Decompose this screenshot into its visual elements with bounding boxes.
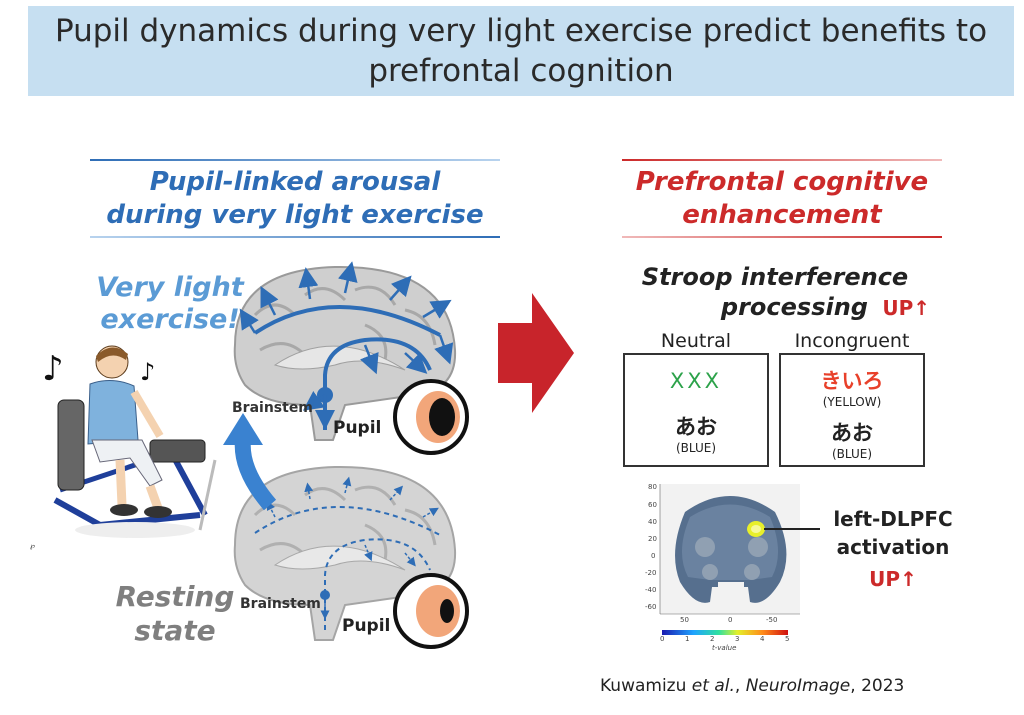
stroop-up-label: UP↑: [882, 296, 930, 320]
activation-map: 80 60 40 20 0 -20 -40 -60 50 0 -50 0 1 2…: [640, 482, 810, 657]
stroop-title: Stroop interference processing UP↑: [620, 262, 930, 323]
left-heading-line-1: Pupil-linked arousal: [149, 167, 441, 197]
y-tick-6: -40: [645, 586, 657, 594]
neutral-answer-meaning: (BLUE): [675, 441, 717, 455]
y-tick-4: 0: [651, 552, 656, 560]
stroop-title-line-2-wrap: processing UP↑: [620, 292, 930, 323]
neutral-label: Neutral: [660, 330, 732, 352]
cbar-tick-2: 2: [710, 635, 715, 643]
incongruent-stimulus: きいろ: [820, 369, 884, 393]
citation-sep: ,: [734, 676, 746, 696]
colorbar-label: t-value: [712, 644, 737, 652]
dlpfc-pointer-line: [764, 528, 820, 530]
svg-text:♪: ♪: [42, 349, 64, 389]
svg-text:♪: ♪: [140, 358, 155, 386]
red-arrow-icon: [498, 293, 574, 413]
y-tick-0: 80: [648, 483, 657, 491]
exercise-label: Very light exercise!: [80, 272, 260, 336]
left-heading-rule-top: [90, 159, 500, 161]
pupil-label-active: Pupil: [333, 418, 382, 438]
eye-constricted-icon: [393, 573, 469, 649]
y-tick-7: -60: [645, 603, 657, 611]
cbar-tick-5: 5: [785, 635, 790, 643]
exercise-label-line-2: exercise!: [100, 304, 240, 335]
cbar-tick-0: 0: [660, 635, 665, 643]
colorbar: [662, 630, 788, 635]
resting-label-line-2: state: [134, 614, 216, 647]
left-heading-rule-bottom: [90, 236, 500, 238]
cbar-tick-3: 3: [735, 635, 740, 643]
incongruent-label: Incongruent: [794, 330, 910, 352]
dlpfc-label-line-2: activation: [836, 535, 950, 559]
dlpfc-up-label: UP↑: [869, 567, 917, 591]
citation-year: , 2023: [850, 676, 905, 696]
citation-authors: Kuwamizu: [600, 676, 692, 696]
right-heading-line-2: enhancement: [682, 200, 882, 230]
x-tick-0: 50: [680, 616, 689, 624]
x-tick-1: 0: [728, 616, 733, 624]
y-tick-2: 40: [648, 518, 657, 526]
exercise-bike-illustration: ♪ ♪ ℘: [30, 345, 217, 550]
neutral-stimulus: XXX: [669, 369, 723, 393]
right-heading-line-1: Prefrontal cognitive: [635, 167, 929, 197]
brainstem-label-active: Brainstem: [232, 400, 313, 416]
activation-map-svg: [659, 484, 800, 635]
stroop-title-line-1: Stroop interference: [641, 263, 909, 291]
stroop-title-line-2: processing: [720, 293, 868, 321]
incongruent-meaning: (YELLOW): [822, 395, 882, 409]
citation: Kuwamizu et al., NeuroImage, 2023: [600, 676, 904, 696]
left-heading: Pupil-linked arousal during very light e…: [90, 166, 500, 232]
cbar-tick-4: 4: [760, 635, 765, 643]
x-tick-2: -50: [766, 616, 778, 624]
page-title: Pupil dynamics during very light exercis…: [54, 13, 988, 89]
svg-text:℘: ℘: [30, 542, 35, 550]
resting-label-line-1: Resting: [115, 580, 235, 613]
left-heading-line-2: during very light exercise: [106, 200, 484, 230]
citation-etal: et al.: [691, 676, 735, 696]
right-heading: Prefrontal cognitive enhancement: [622, 166, 942, 232]
eye-dilated-icon: [393, 379, 469, 455]
citation-journal: NeuroImage: [745, 676, 851, 696]
active-brain: [233, 261, 457, 441]
pupil-label-resting: Pupil: [342, 616, 391, 636]
incongruent-answer-meaning: (BLUE): [831, 447, 873, 461]
resting-label: Resting state: [105, 580, 245, 648]
y-tick-1: 60: [648, 501, 657, 509]
incongruent-box: きいろ (YELLOW) あお (BLUE): [779, 353, 925, 467]
cbar-tick-1: 1: [685, 635, 690, 643]
right-heading-rule-top: [622, 159, 942, 161]
right-heading-rule-bottom: [622, 236, 942, 238]
y-tick-3: 20: [648, 535, 657, 543]
y-tick-5: -20: [645, 569, 657, 577]
brainstem-label-resting: Brainstem: [240, 596, 321, 612]
neutral-answer-word: あお: [675, 415, 717, 439]
exercise-label-line-1: Very light: [96, 272, 244, 303]
dlpfc-label-line-1: left-DLPFC: [833, 507, 953, 531]
dlpfc-label: left-DLPFC activation UP↑: [818, 505, 968, 593]
neutral-box: XXX あお (BLUE): [623, 353, 769, 467]
title-banner: Pupil dynamics during very light exercis…: [28, 6, 1014, 96]
incongruent-answer-word: あお: [831, 421, 873, 445]
